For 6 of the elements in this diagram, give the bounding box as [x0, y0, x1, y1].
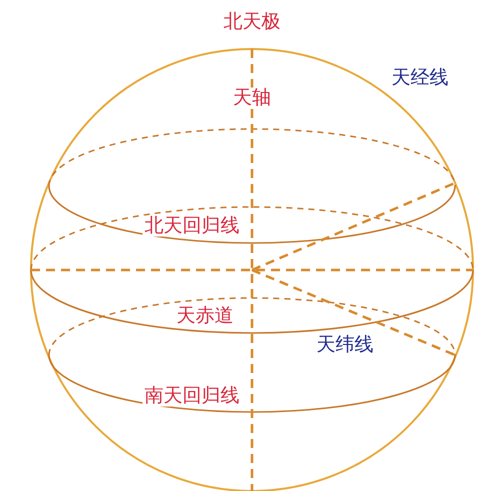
- sphere-label: 天赤道: [174, 306, 236, 326]
- sphere-label: 天经线: [390, 68, 450, 88]
- sphere-label: 南天回归线: [142, 386, 242, 406]
- sphere-label: 北天极: [222, 12, 282, 32]
- sphere-label: 北天回归线: [142, 216, 242, 236]
- sphere-label: 天纬线: [314, 334, 376, 356]
